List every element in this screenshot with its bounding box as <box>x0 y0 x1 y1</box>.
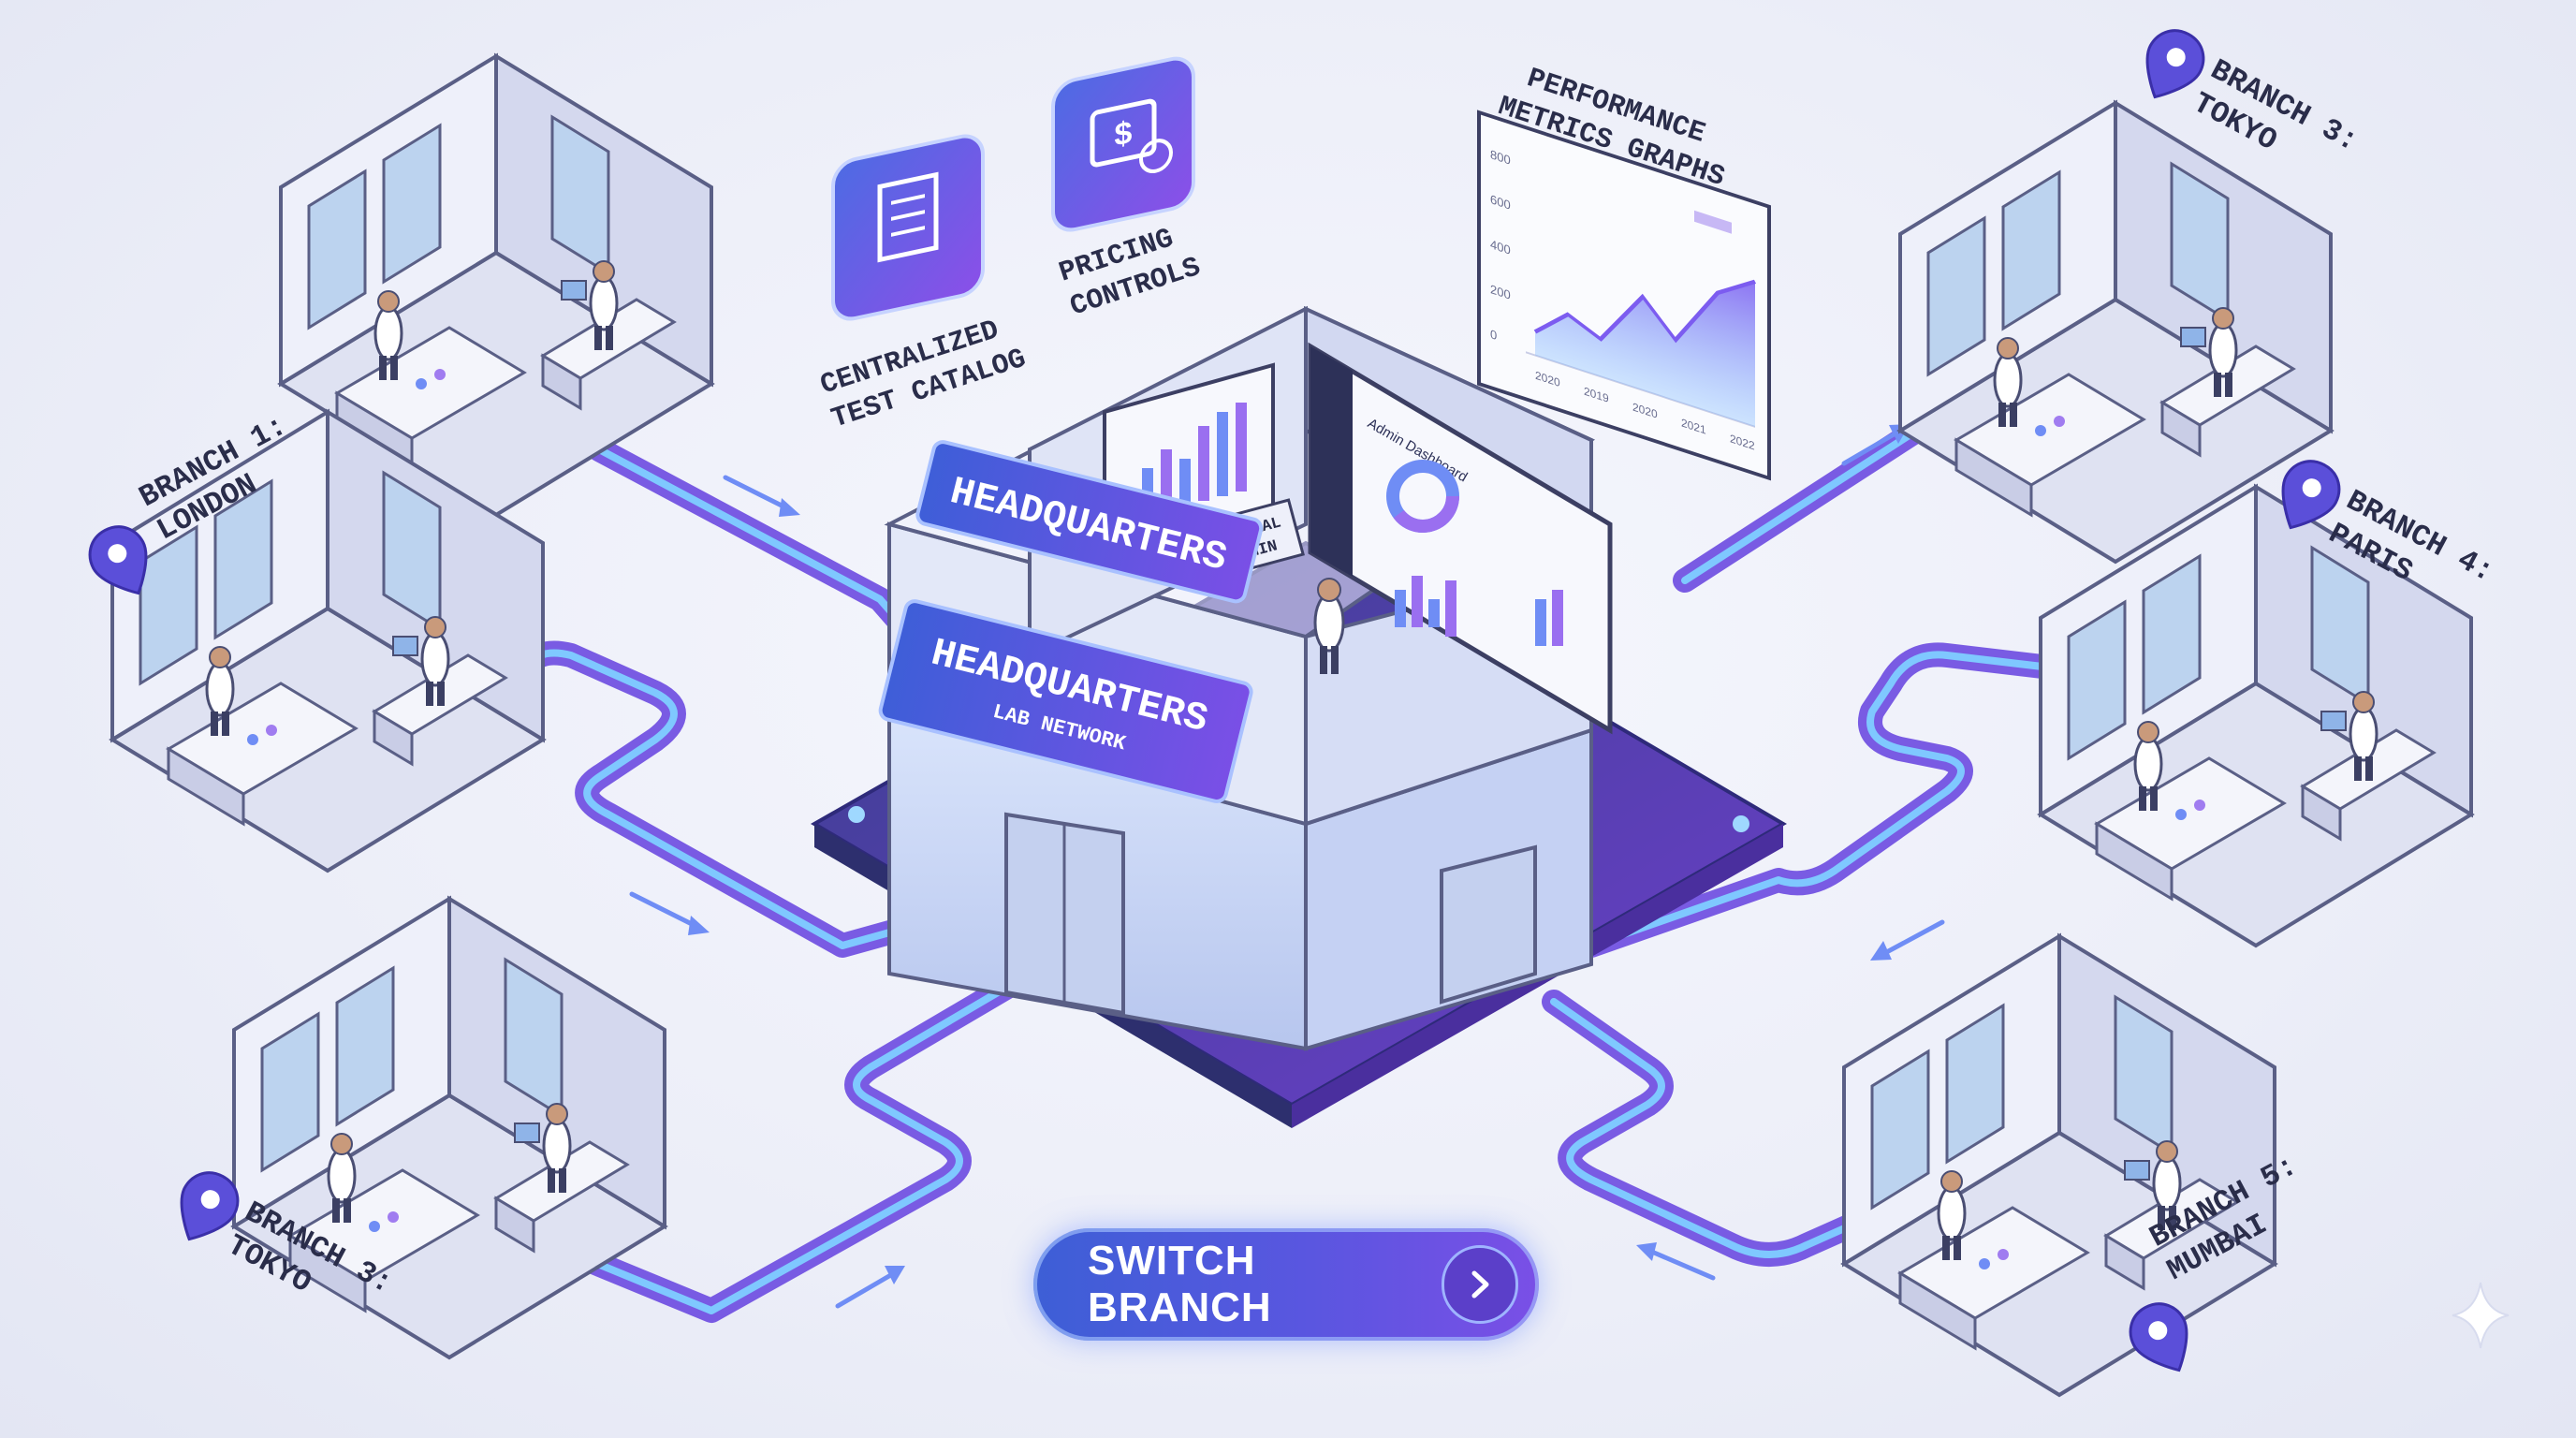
svg-text:$: $ <box>1115 114 1133 154</box>
hq-sign-secondary: HEADQUARTERS LAB NETWORK <box>878 599 1253 803</box>
pricing-controls: $ PRICING CONTROLS <box>1051 56 1205 324</box>
metrics-y-tick: 600 <box>1490 192 1511 213</box>
document-checklist-icon <box>831 134 985 321</box>
metrics-y-tick: 400 <box>1490 237 1511 257</box>
sparkle-icon <box>2452 1282 2510 1349</box>
switch-branch-button[interactable]: SWITCH BRANCH <box>1033 1228 1539 1341</box>
metrics-y-tick: 0 <box>1490 327 1497 343</box>
metrics-y-tick: 200 <box>1490 282 1511 302</box>
dollar-price-icon: $ <box>1051 56 1195 232</box>
admin-dashboard-screen: Admin Dashboard <box>1308 342 1613 735</box>
switch-branch-label: SWITCH BRANCH <box>1088 1238 1272 1330</box>
metrics-y-tick: 800 <box>1490 147 1511 168</box>
centralized-test-catalog: CENTRALIZED TEST CATALOG <box>817 134 1030 436</box>
chevron-right-icon <box>1442 1245 1518 1324</box>
branch-room-mumbai <box>1842 934 2276 1397</box>
headquarters-building: Admin Dashboard CENTRAL ADMIN <box>811 305 1787 1128</box>
flow-arrows <box>629 424 1945 1309</box>
